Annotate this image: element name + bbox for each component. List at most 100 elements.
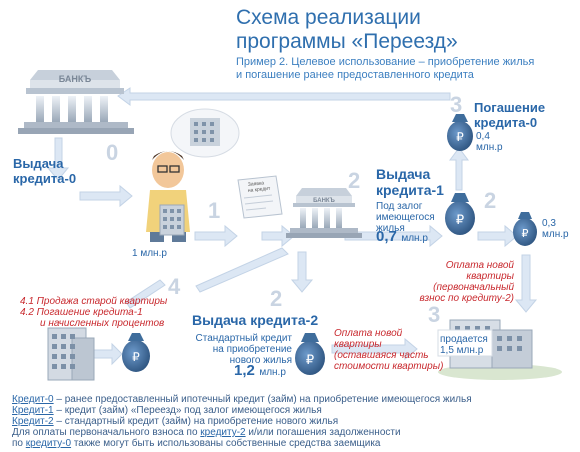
label-repay-credit-0: Погашение кредита-0 xyxy=(474,100,545,130)
step-number-2: 2 xyxy=(348,168,361,193)
bank-sign-1: БАНКЪ xyxy=(59,74,92,84)
label-line: Стандартный кредит xyxy=(195,333,292,344)
bank-building-1 xyxy=(18,70,134,134)
ruble-icon: ₽ xyxy=(306,352,314,367)
amount-1-mln: 1 млн.р xyxy=(132,248,167,259)
label-line: Выдача xyxy=(376,166,431,182)
legend-text: также могут быть использованы собственны… xyxy=(71,438,381,449)
subtitle-line-1: Пример 2. Целевое использование – приобр… xyxy=(236,56,535,68)
step-number-1: 1 xyxy=(208,198,221,223)
legend-text: по xyxy=(12,438,26,449)
money-bag-12 xyxy=(295,333,325,375)
old-apartment-building xyxy=(47,327,95,381)
label-line: жилья xyxy=(376,223,405,234)
legend-term: Кредит-1 xyxy=(12,405,54,416)
title-line-2: программы «Переезд» xyxy=(236,30,458,53)
person-figure xyxy=(146,151,190,242)
step-number-3: 3 xyxy=(428,302,441,327)
label-issue-credit-2: Выдача кредита-2 xyxy=(192,312,319,328)
label-line: кредита-0 xyxy=(474,115,538,130)
note-sale-repay: 4.1 Продажа старой квартиры 4.2 Погашени… xyxy=(20,296,190,329)
label-line: Погашение xyxy=(474,100,546,115)
flow-arrows xyxy=(46,87,538,366)
note-line: 4.1 Продажа старой квартиры xyxy=(20,296,168,307)
legend-term: кредиту-2 xyxy=(200,427,246,438)
ruble-icon: ₽ xyxy=(456,130,464,144)
label-standard-credit: Стандартный кредит на приобретение новог… xyxy=(186,333,292,366)
sign-line: 1,5 млн.р xyxy=(440,345,484,356)
label-line: Выдача xyxy=(13,156,64,171)
label-line: Под залог xyxy=(376,201,423,212)
note-line: взнос по кредиту-2) xyxy=(419,293,515,304)
note-line: Оплата новой xyxy=(334,328,403,339)
amount-unit: млн.р xyxy=(542,229,569,240)
legend-note-line-2: по кредиту-0 также могут быть использова… xyxy=(12,438,472,449)
page-subtitle: Пример 2. Целевое использование – приобр… xyxy=(236,56,534,82)
new-apartment-building xyxy=(437,319,562,380)
money-bag-03 xyxy=(513,212,537,246)
ruble-icon: ₽ xyxy=(456,212,464,227)
bank-building-2 xyxy=(286,188,362,238)
ruble-icon: ₽ xyxy=(522,228,529,240)
bank-sign-2: БАНКЪ xyxy=(313,198,335,204)
legend-text: – кредит (займ) «Переезд» под залог имею… xyxy=(53,405,322,416)
legend-item-credit-2: Кредит-2 – стандартный кредит (займ) на … xyxy=(12,416,472,427)
note-line: стоимости квартиры) xyxy=(334,361,444,372)
step-number-4: 4 xyxy=(168,274,181,299)
amount-value: 0,7 xyxy=(376,228,397,245)
page-title: Схема реализации программы «Переезд» xyxy=(236,6,458,54)
application-document xyxy=(237,175,283,219)
legend-term: Кредит-2 xyxy=(12,416,54,427)
legend-text: – ранее предоставленный ипотечный кредит… xyxy=(53,394,472,405)
note-line: (оставшаяся часть xyxy=(334,350,429,361)
subtitle-line-2: и погашение ранее предоставленного креди… xyxy=(236,69,474,81)
step-number-3: 3 xyxy=(450,92,463,117)
amount-value: 0,4 xyxy=(476,131,490,142)
sign-line: продается xyxy=(440,334,488,345)
note-line: 4.2 Погашение кредита-1 xyxy=(20,307,143,318)
step-number-2: 2 xyxy=(484,188,497,213)
legend-note-line-1: Для оплаты первоначального взноса по кре… xyxy=(12,427,472,438)
amount-04-mln: 0,4 млн.р xyxy=(476,131,503,153)
note-payment-remaining: Оплата новой квартиры (оставшаяся часть … xyxy=(334,328,443,372)
doc-label-line1: Заявка xyxy=(248,180,265,188)
note-line: квартиры xyxy=(334,339,382,350)
label-line: имеющегося xyxy=(376,212,435,223)
amount-03-mln: 0,3 млн.р xyxy=(542,218,569,240)
doc-label-line2: на кредит xyxy=(248,186,272,194)
money-bag-sale xyxy=(122,333,150,372)
ruble-icon: ₽ xyxy=(132,350,140,364)
note-line: (первоначальный xyxy=(433,282,514,293)
legend-text: – стандартный кредит (займ) на приобрете… xyxy=(53,416,339,427)
note-line: квартиры xyxy=(466,271,514,282)
amount-unit: млн.р xyxy=(476,142,503,153)
money-bag-04 xyxy=(447,114,473,151)
amount-07-mln: 0,7 млн.р xyxy=(376,228,428,246)
label-issue-credit-0: Выдача кредита-0 xyxy=(13,156,76,186)
legend-text: Для оплаты первоначального взноса по xyxy=(12,427,201,438)
label-line: на приобретение xyxy=(212,344,292,355)
legend-term: Кредит-0 xyxy=(12,394,54,405)
label-line: кредита-1 xyxy=(376,182,444,198)
note-line: Оплата новой xyxy=(445,260,514,271)
legend-text: и/или погашения задолженности xyxy=(245,427,401,438)
label-line: нового жилья xyxy=(229,355,292,366)
amount-unit: млн.р xyxy=(401,233,428,244)
amount-12-mln: 1,2 млн.р xyxy=(234,362,286,380)
legend-item-credit-0: Кредит-0 – ранее предоставленный ипотечн… xyxy=(12,394,472,405)
label-line: кредита-0 xyxy=(13,171,77,186)
label-issue-credit-1: Выдача кредита-1 xyxy=(376,166,444,198)
step-number-2: 2 xyxy=(270,286,283,311)
note-line: и начисленных процентов xyxy=(40,318,165,329)
legend: Кредит-0 – ранее предоставленный ипотечн… xyxy=(12,394,472,449)
amount-value: 0,3 xyxy=(542,218,556,229)
for-sale-sign: продается 1,5 млн.р xyxy=(440,334,488,356)
note-payment-downpayment: Оплата новой квартиры (первоначальный вз… xyxy=(414,260,515,304)
amount-value: 1,2 xyxy=(234,362,255,379)
title-line-1: Схема реализации xyxy=(236,6,421,29)
label-collateral: Под залог имеющегося жилья xyxy=(376,201,435,234)
legend-term: кредиту-0 xyxy=(25,438,72,449)
amount-unit: млн.р xyxy=(259,367,286,378)
money-bag-07 xyxy=(445,193,475,235)
